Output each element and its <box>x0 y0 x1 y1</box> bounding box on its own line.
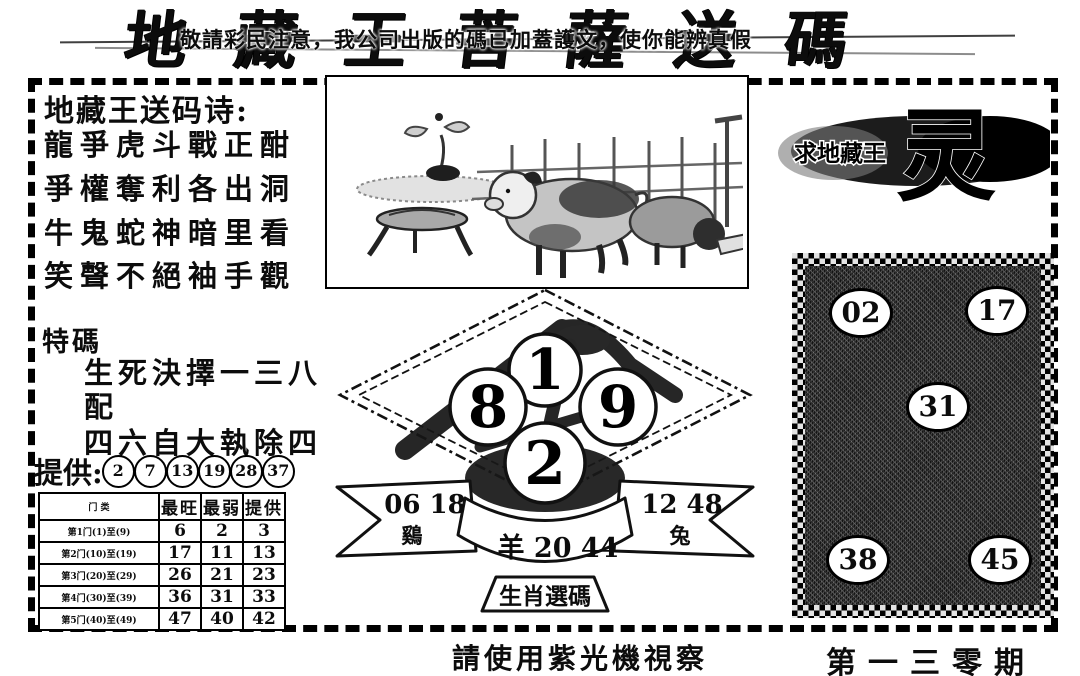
ball-number-top: 1 <box>526 337 565 403</box>
poem-line: 龍爭虎斗戰正酣 <box>44 128 297 162</box>
poem-heading: 地藏王送码诗: <box>44 94 250 129</box>
cell-best: 6 <box>158 519 202 543</box>
cell-weak: 11 <box>200 541 244 565</box>
ink-painting-frame <box>325 75 753 289</box>
ribbon-tail-text: 生肖選碼 <box>499 583 591 610</box>
cell-give: 3 <box>242 519 286 543</box>
ribbon-right-wing <box>612 479 755 558</box>
table-row: 第2门(10)至(19) 17 11 13 <box>38 541 286 565</box>
cell-weak: 2 <box>200 519 244 543</box>
card-number-center: 31 <box>906 382 970 432</box>
cell-weak: 21 <box>200 563 244 587</box>
provided-number: 7 <box>133 454 167 488</box>
door-category-table: 门 类 最旺 最弱 提供 第1门(1)至(9) 6 2 3 第2门(10)至(1… <box>38 492 286 631</box>
ribbon-tail <box>480 575 610 613</box>
provided-number: 13 <box>165 454 199 488</box>
poem-line: 笑聲不絕袖手觀 <box>44 259 297 293</box>
zodiac-ribbon-text: 06 18 鷄 12 48 兔 羊 20 44 生肖選碼 <box>384 490 722 610</box>
ribbon-left-numbers: 06 18 <box>384 490 465 520</box>
cell-best: 17 <box>158 541 202 565</box>
ink-stamp: 求地藏王 灵 <box>778 96 1050 211</box>
cell-give: 33 <box>242 585 286 609</box>
ribbon-left-wing <box>335 479 478 558</box>
ribbon-center-band <box>456 496 634 563</box>
diamond-number-balls: 1 8 9 2 <box>448 332 658 505</box>
col-header-weak: 最弱 <box>200 492 244 521</box>
table-row: 第3门(20)至(29) 26 21 23 <box>38 563 286 587</box>
col-header-best: 最旺 <box>158 492 202 521</box>
anti-counterfeit-note: 敬請彩民注意，我公司出版的碼已加蓋護文，使你能辨真假 <box>180 27 752 52</box>
stamp-big-character: 灵 <box>896 97 996 211</box>
cell-weak: 31 <box>200 585 244 609</box>
provided-number: 2 <box>101 454 135 488</box>
cell-best: 47 <box>158 607 202 631</box>
zodiac-ribbon <box>335 479 755 613</box>
cell-category: 第3门(20)至(29) <box>38 563 160 587</box>
ink-painting-pigs <box>356 113 753 278</box>
table-row: 第5门(40)至(49) 47 40 42 <box>38 607 286 631</box>
col-header-category: 门 类 <box>38 492 160 521</box>
poem-line: 牛鬼蛇神暗里看 <box>44 216 297 250</box>
cell-give: 23 <box>242 563 286 587</box>
poem-line: 爭權奪利各出洞 <box>44 172 297 206</box>
cell-give: 42 <box>242 607 286 631</box>
table-row: 第4门(30)至(39) 36 31 33 <box>38 585 286 609</box>
cell-category: 第5门(40)至(49) <box>38 607 160 631</box>
special-code-line: 四六自大執除四 <box>84 426 323 460</box>
provided-number: 28 <box>229 454 263 488</box>
number-card-panel: 02 17 31 38 45 <box>792 253 1054 618</box>
table-header-row: 门 类 最旺 最弱 提供 <box>38 492 286 521</box>
ribbon-center-text: 羊 20 44 <box>498 532 619 564</box>
provided-number: 19 <box>197 454 231 488</box>
cell-give: 13 <box>242 541 286 565</box>
cell-best: 36 <box>158 585 202 609</box>
stamp-text: 求地藏王 <box>794 140 886 167</box>
special-code-line: 配 <box>84 390 119 424</box>
cell-weak: 40 <box>200 607 244 631</box>
table-row: 第1门(1)至(9) 6 2 3 <box>38 519 286 543</box>
special-code-heading: 特碼 <box>42 327 102 358</box>
ribbon-right-animal: 兔 <box>670 523 691 548</box>
issue-number: 第一三零期 <box>826 646 1036 676</box>
diamond-and-banner: 1 8 9 2 06 18 鷄 12 48 兔 羊 20 44 生肖選碼 <box>335 288 755 613</box>
provided-number: 37 <box>261 454 295 488</box>
cell-category: 第1门(1)至(9) <box>38 519 160 543</box>
special-code-line: 生死決擇一三八 <box>84 356 323 390</box>
ribbon-right-numbers: 12 48 <box>641 490 722 520</box>
card-dark-field: 02 17 31 38 45 <box>805 266 1041 605</box>
uv-check-notice: 請使用紫光機視察 <box>452 642 709 675</box>
cell-category: 第4门(30)至(39) <box>38 585 160 609</box>
card-number-top-right: 17 <box>965 286 1029 336</box>
ball-number-bottom: 2 <box>524 429 566 499</box>
ball-number-right: 9 <box>598 373 638 441</box>
cell-category: 第2门(10)至(19) <box>38 541 160 565</box>
card-number-bottom-right: 45 <box>968 535 1032 585</box>
ball-number-left: 8 <box>468 373 508 441</box>
cell-best: 26 <box>158 563 202 587</box>
card-number-bottom-left: 38 <box>826 535 890 585</box>
ribbon-left-animal: 鷄 <box>401 523 423 548</box>
card-number-top-left: 02 <box>829 288 893 338</box>
provide-label: 提供: <box>34 456 103 490</box>
col-header-give: 提供 <box>242 492 286 521</box>
